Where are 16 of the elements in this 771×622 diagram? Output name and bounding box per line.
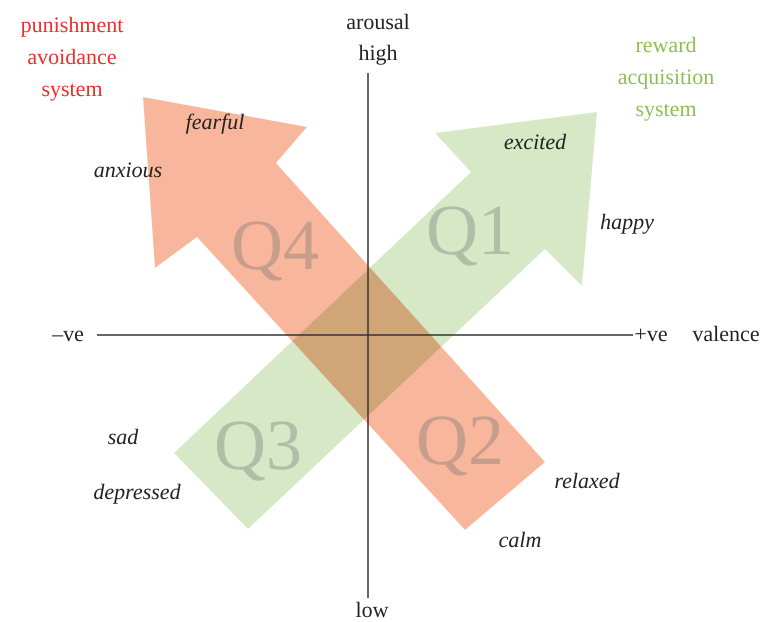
- emotion-label: relaxed: [554, 468, 620, 494]
- axis-label: –ve: [52, 321, 84, 347]
- axis-label: low: [356, 597, 388, 622]
- emotion-label: sad: [108, 424, 138, 450]
- emotion-label: fearful: [186, 109, 244, 135]
- emotion-label: calm: [498, 527, 542, 553]
- emotion-label: anxious: [94, 157, 162, 183]
- system-label: reward acquisition system: [616, 31, 716, 123]
- emotion-label: depressed: [93, 479, 181, 505]
- system-label: punishment avoidance system: [20, 11, 124, 103]
- axis-label: valence: [692, 321, 760, 347]
- axis-label: +ve: [634, 321, 668, 347]
- axis-label: arousal: [346, 9, 410, 35]
- axis-label: high: [358, 40, 398, 66]
- emotion-label: excited: [504, 129, 566, 155]
- emotion-label: happy: [600, 209, 654, 235]
